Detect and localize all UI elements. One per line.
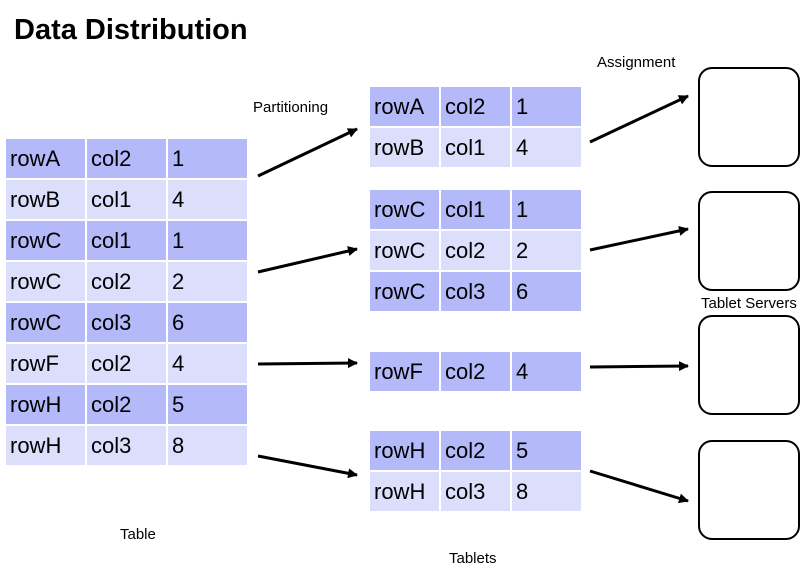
column-cell: col2 [85,342,168,385]
table-row: rowC col2 2 [368,229,583,272]
table-row: rowC col1 1 [4,219,249,262]
column-cell: col2 [85,383,168,426]
row-key-cell: rowC [4,260,87,303]
value-cell: 1 [510,85,583,128]
table-row: rowC col3 6 [4,301,249,344]
row-key-cell: rowC [368,188,441,231]
column-cell: col2 [439,85,512,128]
table-row: rowC col2 2 [4,260,249,303]
tablet-server-1 [698,67,800,167]
tablet-server-3 [698,315,800,415]
column-cell: col2 [439,350,512,393]
table-row: rowH col3 8 [4,424,249,467]
table-label: Table [120,526,156,543]
tablet-server-4 [698,440,800,540]
table-row: rowB col1 4 [4,178,249,221]
partition-arrow-1 [257,127,358,178]
assignment-arrow-2 [589,225,689,252]
partitioning-label: Partitioning [253,99,329,116]
value-cell: 4 [510,350,583,393]
value-cell: 5 [510,429,583,472]
table-row: rowF col2 4 [368,350,583,393]
row-key-cell: rowF [4,342,87,385]
value-cell: 4 [510,126,583,169]
table-row: rowH col3 8 [368,470,583,513]
value-cell: 8 [510,470,583,513]
value-cell: 4 [166,342,249,385]
row-key-cell: rowF [368,350,441,393]
assignment-arrow-3 [589,361,689,372]
value-cell: 5 [166,383,249,426]
partition-arrow-2 [257,246,358,274]
row-key-cell: rowH [368,429,441,472]
row-key-cell: rowB [368,126,441,169]
value-cell: 6 [510,270,583,313]
assignment-label: Assignment [597,54,676,71]
tablet-servers-label: Tablet Servers [701,295,797,312]
column-cell: col2 [85,260,168,303]
column-cell: col1 [439,188,512,231]
column-cell: col1 [85,219,168,262]
tablet-1: rowA col2 1 rowB col1 4 [368,85,583,169]
table-row: rowF col2 4 [4,342,249,385]
table-row: rowC col1 1 [368,188,583,231]
value-cell: 6 [166,301,249,344]
tablets-label: Tablets [449,550,497,567]
row-key-cell: rowC [4,219,87,262]
tablet-server-2 [698,191,800,291]
row-key-cell: rowB [4,178,87,221]
value-cell: 2 [166,260,249,303]
column-cell: col1 [85,178,168,221]
row-key-cell: rowC [368,229,441,272]
table-row: rowH col2 5 [4,383,249,426]
table-row: rowC col3 6 [368,270,583,313]
partition-arrow-3 [257,358,358,369]
column-cell: col2 [439,429,512,472]
table-row: rowA col2 1 [4,137,249,180]
value-cell: 8 [166,424,249,467]
table-row: rowA col2 1 [368,85,583,128]
partition-arrow-4 [257,454,358,479]
tablet-3: rowF col2 4 [368,350,583,393]
column-cell: col3 [85,424,168,467]
column-cell: col2 [85,137,168,180]
table-row: rowB col1 4 [368,126,583,169]
column-cell: col3 [439,470,512,513]
column-cell: col3 [439,270,512,313]
row-key-cell: rowA [368,85,441,128]
tablet-2: rowC col1 1 rowC col2 2 rowC col3 6 [368,188,583,313]
row-key-cell: rowA [4,137,87,180]
row-key-cell: rowC [4,301,87,344]
value-cell: 1 [166,219,249,262]
tablet-4: rowH col2 5 rowH col3 8 [368,429,583,513]
column-cell: col1 [439,126,512,169]
row-key-cell: rowH [4,383,87,426]
value-cell: 1 [510,188,583,231]
row-key-cell: rowH [368,470,441,513]
table-row: rowH col2 5 [368,429,583,472]
source-table: rowA col2 1 rowB col1 4 rowC col1 1 rowC… [4,137,249,467]
assignment-arrow-4 [589,469,689,504]
page-title: Data Distribution [14,14,248,46]
row-key-cell: rowC [368,270,441,313]
column-cell: col3 [85,301,168,344]
value-cell: 4 [166,178,249,221]
value-cell: 2 [510,229,583,272]
value-cell: 1 [166,137,249,180]
assignment-arrow-1 [589,94,689,144]
column-cell: col2 [439,229,512,272]
row-key-cell: rowH [4,424,87,467]
